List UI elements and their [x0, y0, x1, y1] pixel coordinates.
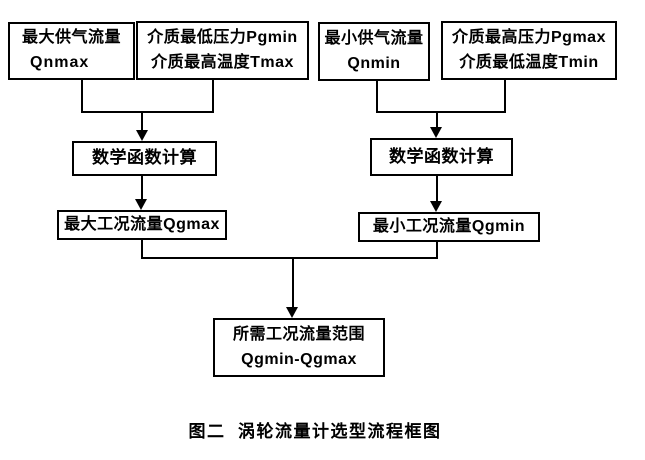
box-pgmin-tmax-line2: 介质最高温度Tmax: [151, 53, 294, 71]
connector-line: [436, 112, 438, 128]
figure-caption: 图二 涡轮流量计选型流程框图: [188, 422, 442, 441]
connector-line: [141, 240, 143, 259]
box-math-left-label: 数学函数计算: [92, 148, 197, 168]
box-result-line1: 所需工况流量范围: [232, 325, 365, 343]
box-math-right-label: 数学函数计算: [389, 146, 494, 166]
box-qnmin-line1: 最小供气流量: [324, 29, 424, 47]
arrow-down-icon: [135, 199, 147, 210]
connector-line: [81, 111, 214, 113]
connector-line: [212, 80, 214, 113]
box-qnmax-line2: Qnmax: [30, 54, 90, 71]
arrow-down-icon: [430, 127, 442, 138]
arrow-down-icon: [136, 130, 148, 141]
flowchart-box-math-right: 数学函数计算: [370, 138, 513, 176]
flowchart-box-qnmin: 最小供气流量 Qnmin: [318, 22, 430, 81]
connector-line: [81, 80, 83, 113]
flowchart-box-math-left: 数学函数计算: [72, 141, 217, 176]
flowchart-box-qgmax: 最大工况流量Qgmax: [57, 210, 227, 240]
connector-line: [376, 81, 378, 113]
arrow-down-icon: [286, 307, 298, 318]
connector-line: [141, 112, 143, 131]
connector-line: [436, 175, 438, 202]
box-pgmax-tmin-line2: 介质最低温度Tmin: [459, 53, 599, 71]
connector-line: [376, 111, 506, 113]
box-pgmin-tmax-line1: 介质最低压力Pgmin: [147, 28, 298, 46]
box-qgmin-label: 最小工况流量Qgmin: [372, 217, 526, 235]
connector-line: [292, 259, 294, 307]
arrow-down-icon: [430, 201, 442, 212]
box-qnmin-line2: Qnmin: [347, 54, 401, 72]
flowchart-box-result: 所需工况流量范围 Qgmin-Qgmax: [213, 318, 385, 377]
flowchart-box-qgmin: 最小工况流量Qgmin: [358, 212, 540, 242]
flowchart-box-qnmax: 最大供气流量 Qnmax: [8, 22, 135, 80]
box-result-line2: Qgmin-Qgmax: [241, 350, 357, 368]
connector-line: [141, 257, 438, 259]
flowchart-box-pgmax-tmin: 介质最高压力Pgmax 介质最低温度Tmin: [441, 21, 617, 80]
flowchart-box-pgmin-tmax: 介质最低压力Pgmin 介质最高温度Tmax: [136, 21, 309, 80]
box-pgmax-tmin-line1: 介质最高压力Pgmax: [452, 28, 606, 46]
connector-line: [504, 80, 506, 113]
connector-line: [436, 242, 438, 259]
box-qgmax-label: 最大工况流量Qgmax: [64, 215, 220, 233]
connector-line: [141, 175, 143, 200]
box-qnmax-line1: 最大供气流量: [21, 29, 121, 47]
